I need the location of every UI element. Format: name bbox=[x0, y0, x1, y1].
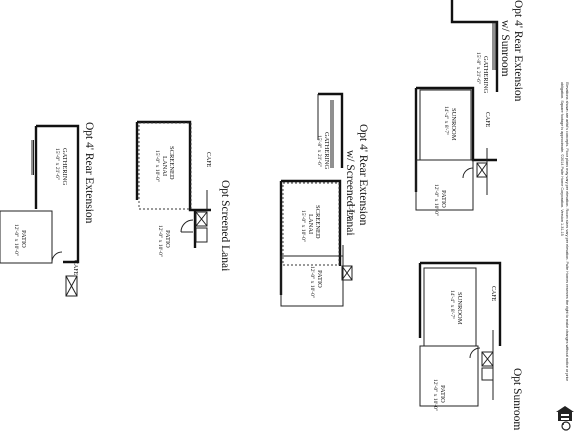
lanai-outline bbox=[138, 122, 192, 210]
legal-footer: Elevations shown are artist's concepts. … bbox=[556, 82, 574, 431]
option-title-line-2: w/ Screened Lanai bbox=[344, 150, 356, 236]
cafe-label: CAFE bbox=[484, 112, 490, 128]
option-screened-lanai: SCREENED LANAI 15'-0" x 10'-0" PATIO 12'… bbox=[135, 120, 231, 271]
option-title: Opt Sunroom bbox=[511, 368, 523, 430]
patio-dims: 12'-0" x 10'-0" bbox=[433, 184, 439, 216]
patio-label: PATIO bbox=[316, 270, 323, 288]
option-rear-extension-sunroom: GATHERING 15'-8" x 21'-6" SUNROOM 14'-4"… bbox=[414, 0, 524, 216]
cafe-label: CAFE bbox=[205, 152, 211, 168]
legal-line-2: obligation. Square footage is approximat… bbox=[560, 82, 564, 236]
patio-label: PATIO bbox=[440, 190, 447, 208]
legal-line-1: Elevations shown are artist's concepts. … bbox=[565, 82, 569, 382]
lanai-dims: 15'-0" x 10'-0" bbox=[154, 150, 160, 182]
patio-label: PATIO bbox=[439, 385, 446, 403]
lanai-label-2: LANAI bbox=[161, 156, 168, 176]
option-title-line-1: Opt 4' Rear Extension bbox=[357, 124, 369, 226]
patio-dims: 12'-0" x 10'-0" bbox=[309, 266, 315, 298]
gathering-dims: 15'-8" x 21'-6" bbox=[475, 52, 481, 84]
lanai-dims: 15'-0" x 10'-0" bbox=[300, 210, 306, 242]
option-title-line-2: w/ Sunroom bbox=[499, 20, 511, 77]
lanai-label: SCREENED bbox=[168, 146, 175, 180]
sunroom-label: SUNROOM bbox=[450, 108, 457, 141]
patio-dims: 12'-0" x 10'-0" bbox=[432, 379, 438, 411]
option-title: Opt Screened Lanai bbox=[219, 180, 231, 271]
patio-outline bbox=[419, 345, 479, 407]
equal-housing-icon bbox=[556, 406, 574, 421]
sunroom-dims: 14'-4" x 8'-7" bbox=[443, 106, 449, 135]
cafe-label: CAFE bbox=[72, 260, 78, 276]
sunroom-dims: 14'-4" x 8'-7" bbox=[449, 290, 455, 319]
lanai-outline bbox=[282, 182, 340, 266]
patio-dims: 12'-0" x 10'-0" bbox=[157, 225, 163, 257]
lanai-label-2: LANAI bbox=[307, 214, 314, 234]
wall-outline bbox=[418, 261, 502, 346]
gathering-dims: 15'-8" x 21'-6" bbox=[316, 135, 322, 167]
gathering-dims: 15'-0" x 21'-6" bbox=[54, 148, 60, 180]
wall-outline bbox=[135, 120, 211, 212]
gathering-label: GATHERING bbox=[482, 56, 489, 93]
option-title: Opt 4' Rear Extension bbox=[83, 122, 95, 224]
option-rear-extension: GATHERING 15'-0" x 21'-6" PATIO 12'-0" x… bbox=[0, 122, 95, 297]
cafe-label: CAFE bbox=[347, 204, 353, 220]
sunroom-label: SUNROOM bbox=[456, 292, 463, 325]
option-sunroom: SUNROOM 14'-4" x 8'-7" PATIO 12'-0" x 10… bbox=[418, 261, 523, 430]
patio-label: PATIO bbox=[20, 230, 27, 248]
lanai-label: SCREENED bbox=[314, 205, 321, 239]
option-title-line-1: Opt 4' Rear Extension bbox=[512, 0, 524, 102]
accessibility-icon bbox=[561, 421, 571, 431]
wall-outline bbox=[34, 124, 80, 264]
patio-outline bbox=[0, 210, 53, 264]
option-rear-extension-screened-lanai: GATHERING 15'-8" x 21'-6" SCREENED LANAI… bbox=[279, 92, 369, 307]
gathering-label: GATHERING bbox=[323, 132, 330, 169]
patio-label: PATIO bbox=[164, 230, 171, 248]
cafe-label: CAFE bbox=[490, 286, 496, 302]
gathering-label: GATHERING bbox=[61, 148, 68, 185]
patio-outline bbox=[415, 159, 474, 211]
patio-dims: 12'-0" x 10'-0" bbox=[13, 224, 19, 256]
